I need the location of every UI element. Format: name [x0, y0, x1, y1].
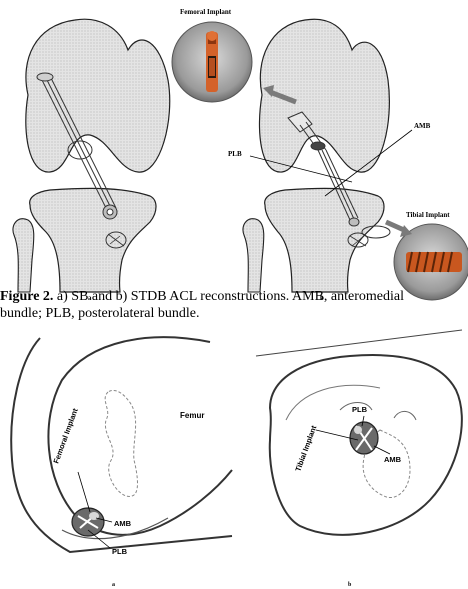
tibia-section-b — [256, 330, 462, 535]
femoral-implant-label-bottom: Femoral Implant — [51, 407, 79, 465]
knee-diagram-b — [243, 19, 390, 292]
femoral-implant-title: Femoral Implant — [180, 8, 232, 16]
tibial-arrow — [386, 222, 412, 237]
amb-leader-b — [374, 446, 390, 454]
caption-line-1: Figure 2. a) SB and b) STDB ACL reconstr… — [0, 288, 468, 305]
plb-label-a: PLB — [112, 547, 128, 556]
figure-caption: Figure 2. a) SB and b) STDB ACL reconstr… — [0, 288, 468, 322]
amb-label-top: AMB — [414, 122, 431, 130]
femoral-implant-photo — [172, 22, 252, 102]
tibia-top-edge — [256, 330, 462, 356]
fibula-shape-b — [243, 219, 264, 292]
caption-label: Figure 2. — [0, 289, 53, 304]
femur-dashed-insert — [105, 390, 137, 496]
panel-label-a-bottom: a — [112, 582, 115, 588]
tibial-implant-title: Tibial Implant — [406, 211, 450, 219]
fibula-shape-a — [13, 219, 34, 292]
plb-label-top: PLB — [228, 150, 242, 158]
femur-outline-inner — [48, 337, 232, 535]
knee-diagram-a: a — [13, 19, 170, 302]
plb-label-b: PLB — [352, 405, 368, 414]
plb-leader-top — [250, 156, 352, 182]
tibia-shape-b — [265, 188, 384, 292]
femur-shape-a — [26, 19, 170, 172]
femur-label: Femur — [180, 411, 204, 420]
panel-label-b-bottom: b — [348, 582, 352, 588]
caption-text-1: a) SB and b) STDB ACL reconstructions. A… — [53, 289, 404, 304]
femoral-implant-leader — [78, 472, 90, 512]
amb-label-a: AMB — [114, 519, 132, 528]
tibial-implant-label-bottom: Tibial Implant — [293, 424, 318, 473]
tibia-inner-outline — [286, 385, 380, 420]
caption-text-2: bundle; PLB, posterolateral bundle. — [0, 305, 468, 322]
tibia-shape-a — [30, 188, 156, 292]
amb-label-b: AMB — [384, 455, 402, 464]
